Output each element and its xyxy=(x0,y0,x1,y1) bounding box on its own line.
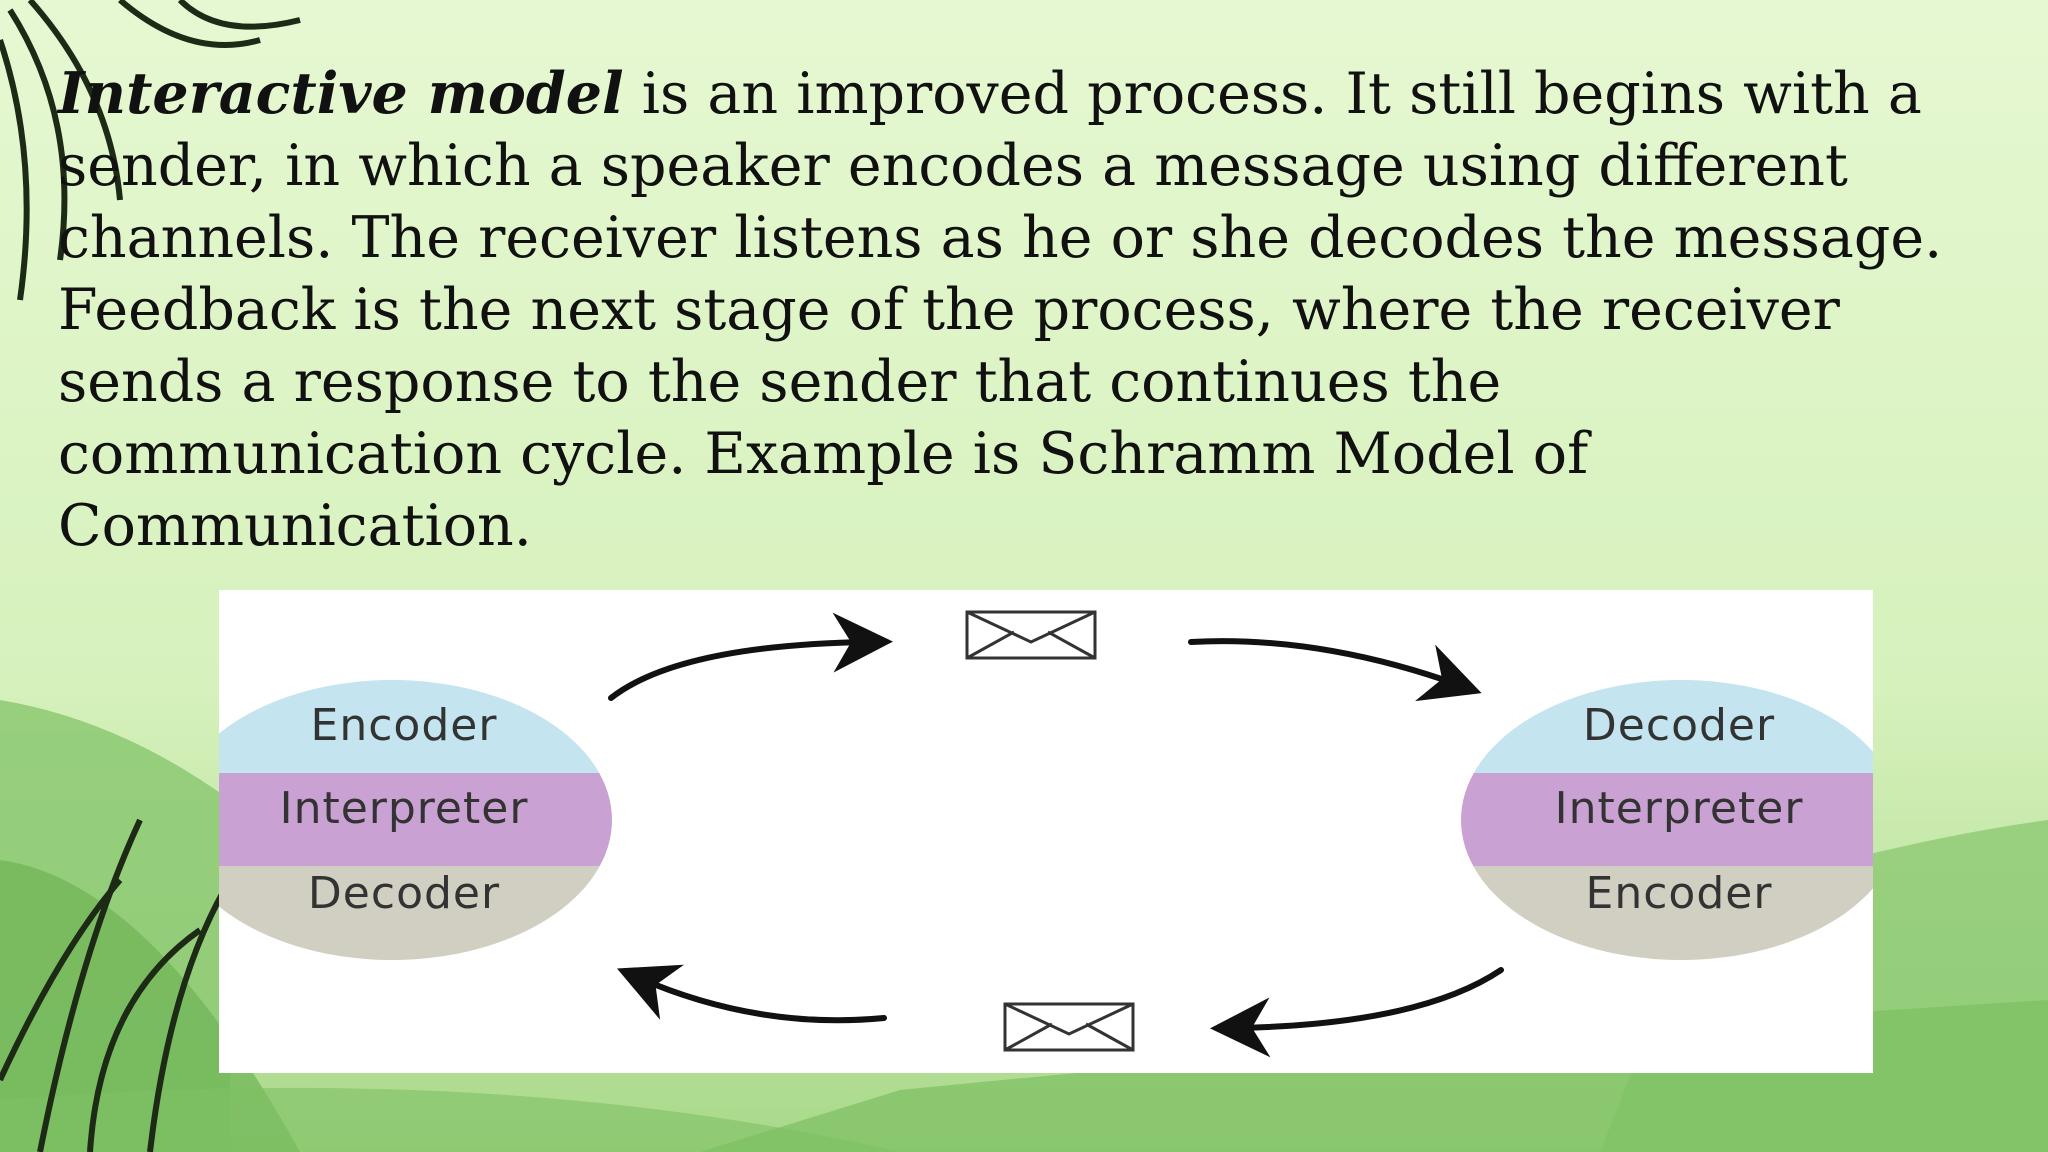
left-middle-band xyxy=(219,773,612,866)
top-right-arrow xyxy=(1188,638,1482,702)
paragraph-text: Interactive model is an improved process… xyxy=(58,58,1958,562)
paragraph-lead: Interactive model xyxy=(58,60,624,127)
diagram-svg: Encoder Interpreter Decoder Decoder Inte… xyxy=(219,610,1873,1058)
right-middle-label: Interpreter xyxy=(1555,783,1804,834)
left-top-label: Encoder xyxy=(311,700,498,751)
right-top-label: Decoder xyxy=(1583,700,1775,751)
right-middle-band xyxy=(1461,773,1873,866)
schramm-diagram: Encoder Interpreter Decoder Decoder Inte… xyxy=(219,590,1873,1073)
left-middle-label: Interpreter xyxy=(280,783,529,834)
bottom-left-arrow xyxy=(616,964,887,1024)
envelope-icon xyxy=(1003,1002,1135,1052)
envelope-icon xyxy=(965,610,1097,660)
paragraph-body: is an improved process. It still begins … xyxy=(58,61,1943,559)
leaf-decoration xyxy=(0,0,301,1152)
left-bottom-label: Decoder xyxy=(308,868,500,919)
right-bottom-label: Encoder xyxy=(1586,868,1773,919)
top-left-arrow xyxy=(608,612,893,701)
bottom-right-arrow xyxy=(1210,967,1504,1058)
